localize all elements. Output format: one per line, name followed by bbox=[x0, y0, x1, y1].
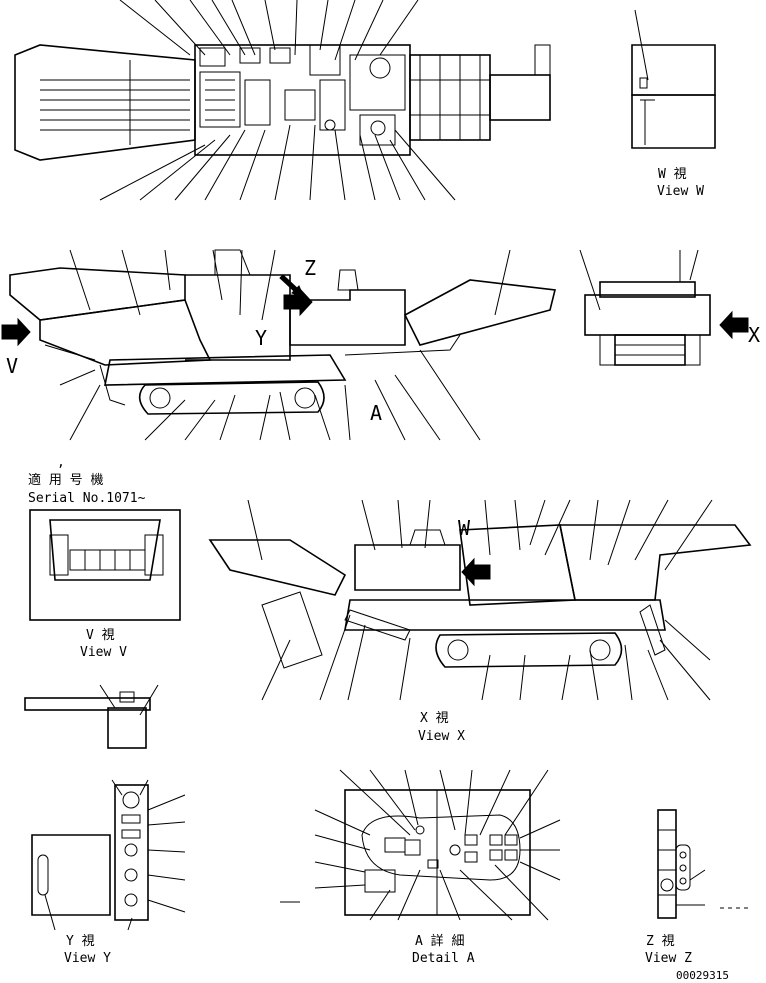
detail-a-panel: A 詳 細 Detail A bbox=[280, 769, 561, 966]
view-v-en: View V bbox=[80, 645, 127, 660]
detail-a-jp: A 詳 細 bbox=[415, 933, 464, 949]
marker-x: X bbox=[748, 323, 760, 347]
marker-z: Z bbox=[304, 256, 316, 280]
view-z-en: View Z bbox=[645, 951, 692, 966]
view-x-en: View X bbox=[418, 729, 465, 744]
marker-v: V bbox=[6, 354, 18, 378]
side-view: V Z Y A bbox=[1, 249, 556, 441]
view-y-panel: Y 視 View Y bbox=[31, 779, 186, 966]
view-w-panel: W 視 View W bbox=[631, 9, 716, 199]
serial-jp: 適 用 号 機 bbox=[28, 472, 103, 488]
top-view bbox=[14, 0, 551, 201]
marker-y: Y bbox=[255, 326, 267, 350]
small-detail bbox=[24, 684, 159, 749]
view-x-jp: X 視 bbox=[420, 711, 449, 726]
view-z-jp: Z 視 bbox=[646, 934, 675, 949]
front-view: X bbox=[579, 249, 760, 366]
side-view-x: W X 視 View X bbox=[208, 499, 752, 744]
drawing-number: 00029315 bbox=[676, 969, 729, 982]
serial-dot: , bbox=[57, 455, 65, 470]
view-y-jp: Y 視 bbox=[66, 934, 95, 949]
view-w-en: View W bbox=[657, 184, 704, 199]
marker-w: W bbox=[458, 516, 471, 540]
view-v-jp: V 視 bbox=[86, 628, 115, 643]
marker-a: A bbox=[370, 401, 382, 425]
detail-a-en: Detail A bbox=[412, 951, 475, 966]
view-y-en: View Y bbox=[64, 951, 111, 966]
view-z-panel: Z 視 View Z bbox=[645, 809, 752, 966]
view-v-panel: V 視 View V bbox=[29, 509, 181, 660]
serial-en: Serial No.1071~ bbox=[28, 491, 146, 506]
view-w-jp: W 視 bbox=[658, 167, 687, 182]
